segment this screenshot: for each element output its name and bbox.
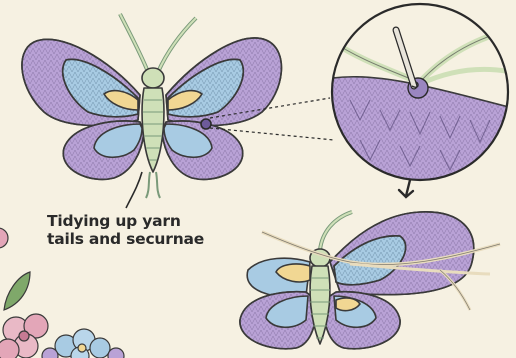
caption-line-1: Tidying up yarn <box>47 212 204 230</box>
caption-text: Tidying up yarn tails and securnae <box>47 212 204 248</box>
magnifier-circle-icon <box>320 4 516 200</box>
leaf-icon <box>4 272 30 310</box>
butterfly-icon <box>240 212 500 349</box>
pointer-line <box>126 172 142 208</box>
butterfly-icon <box>22 14 281 198</box>
caption-line-2: tails and securnae <box>47 230 204 248</box>
arrow-down-icon <box>399 180 413 197</box>
